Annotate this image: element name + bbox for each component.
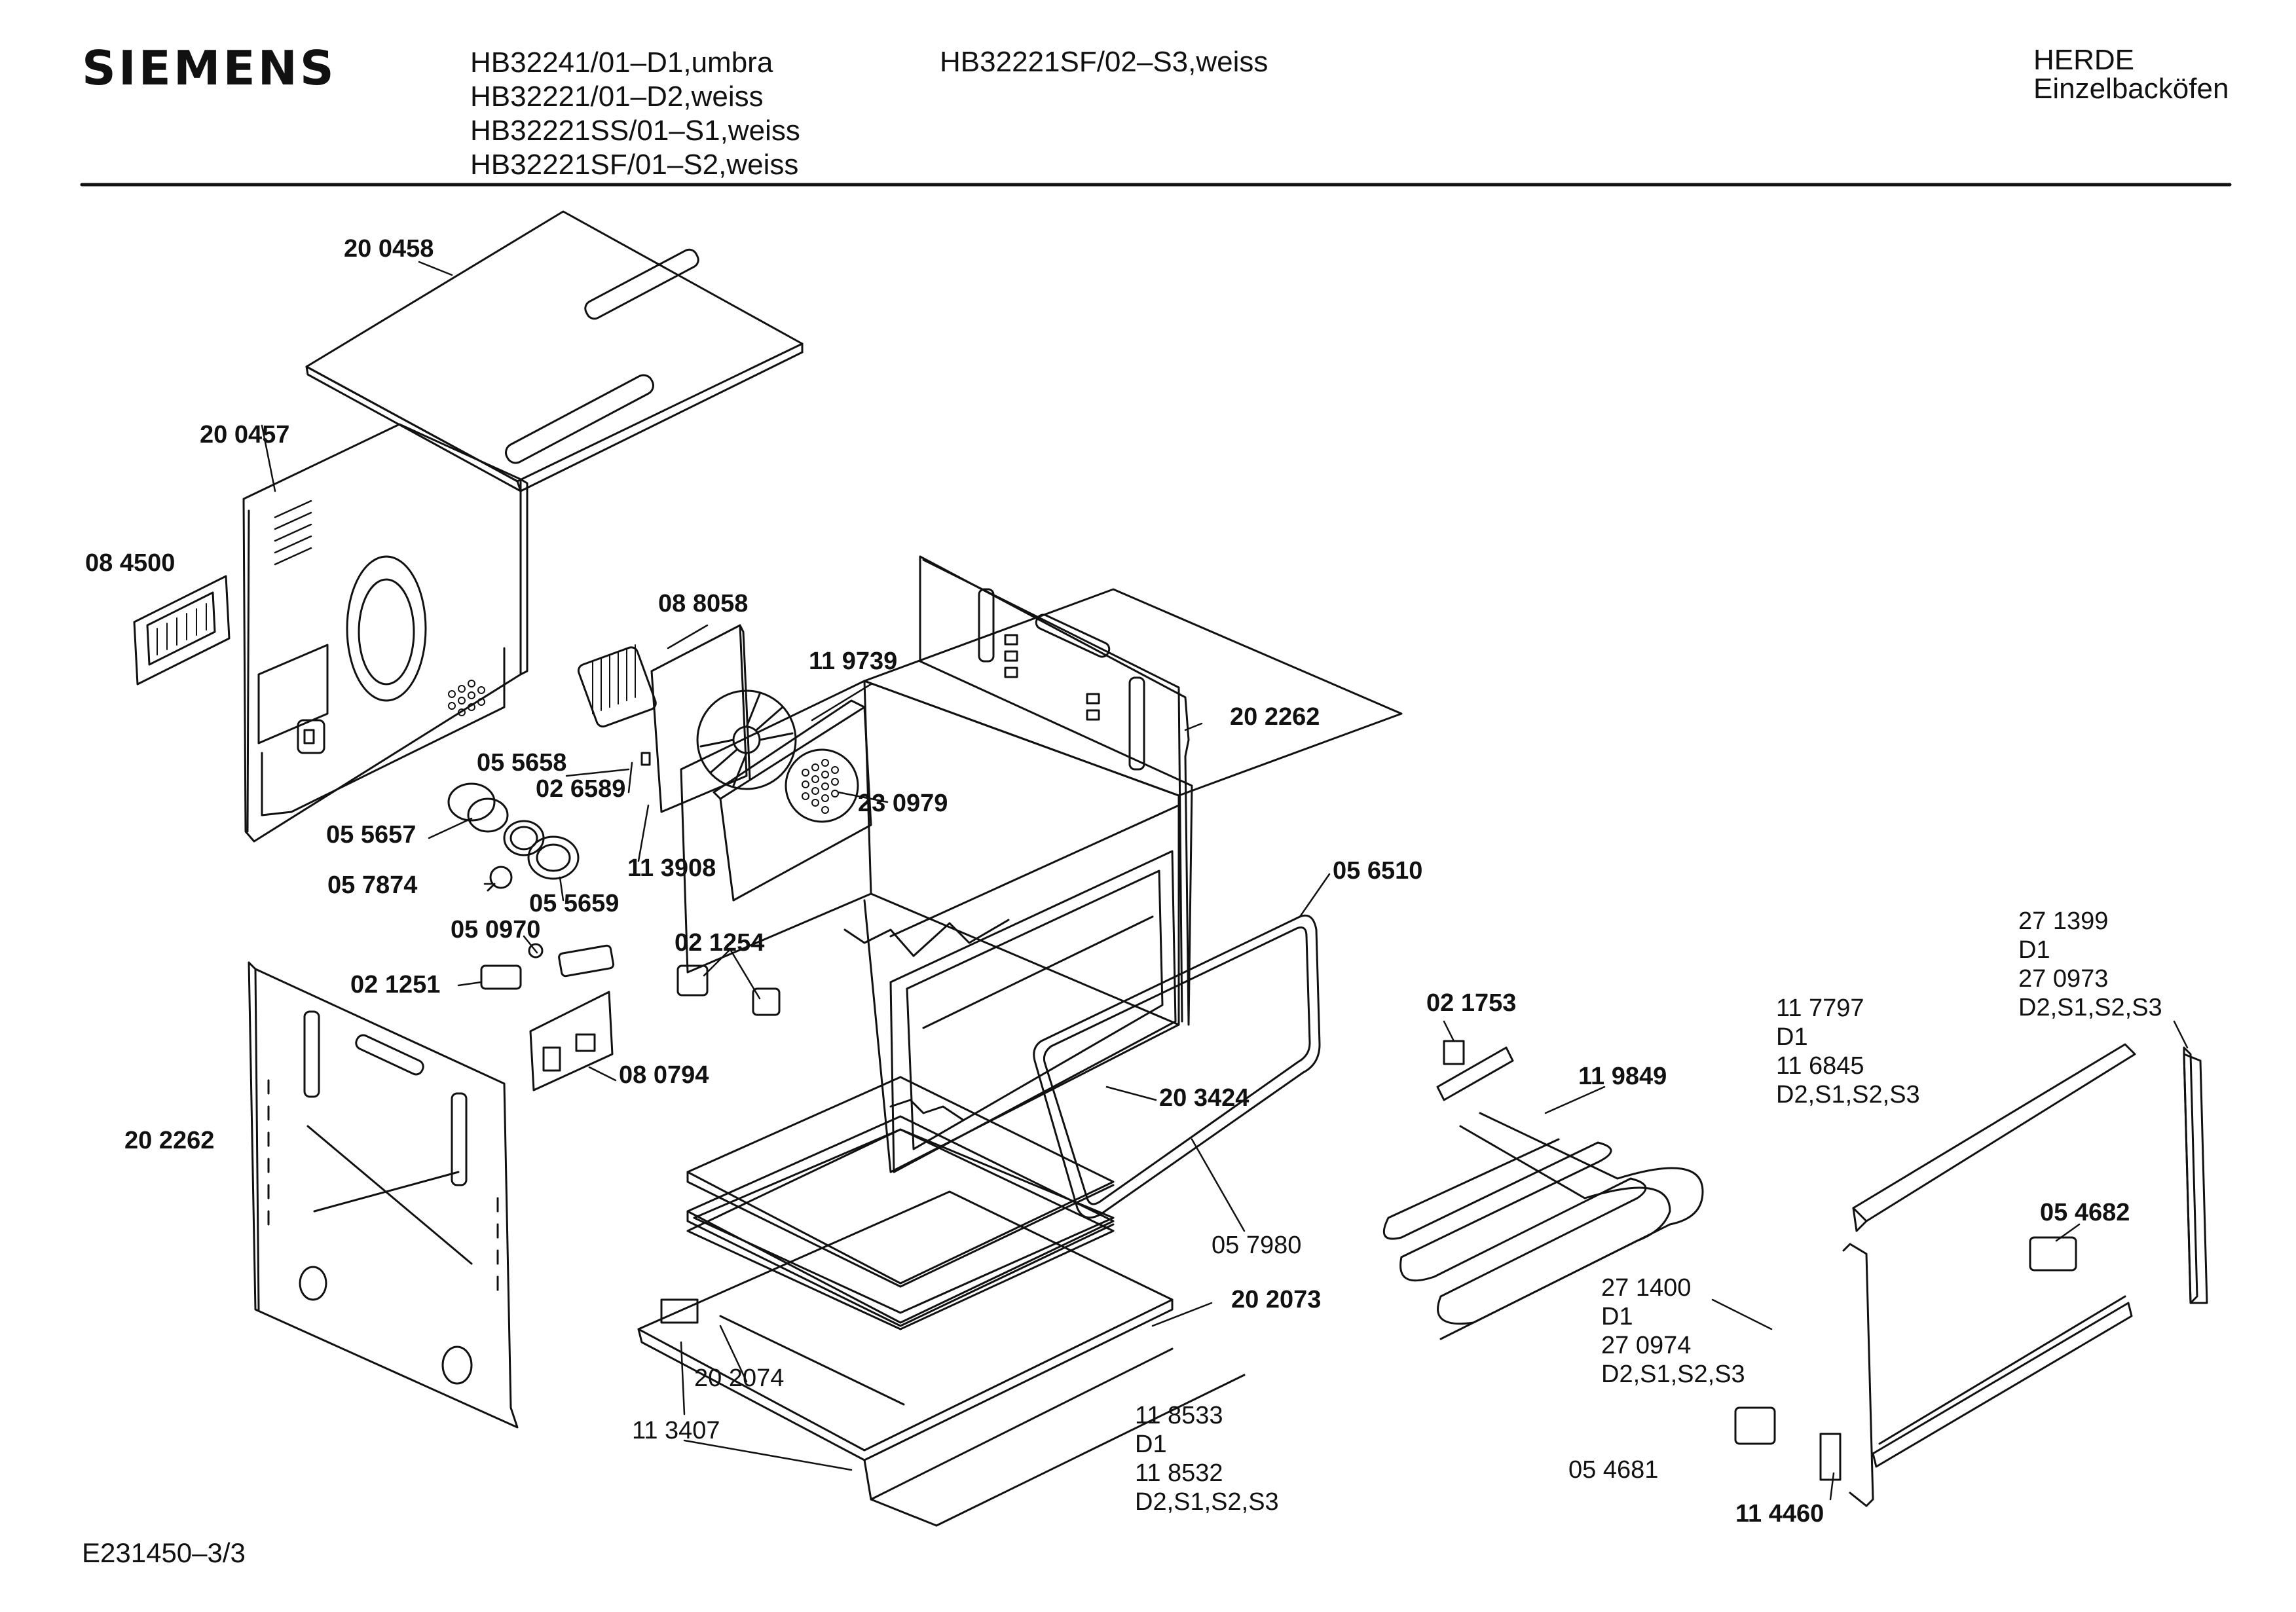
variant-line: D2,S1,S2,S3 bbox=[1776, 1081, 1920, 1108]
variant-line: D2,S1,S2,S3 bbox=[2018, 994, 2162, 1021]
switch-parts bbox=[480, 943, 781, 1091]
leader-lines bbox=[261, 261, 2189, 1501]
part-label-054681: 05 4681 bbox=[1568, 1456, 1659, 1484]
part-label-057874: 05 7874 bbox=[327, 871, 418, 899]
back-panel bbox=[242, 423, 528, 843]
variant-line: D1 bbox=[1135, 1431, 1167, 1458]
part-label-050970: 05 0970 bbox=[451, 916, 541, 943]
variant-line: 27 0974 bbox=[1601, 1332, 1692, 1359]
filter-cover-part bbox=[133, 575, 231, 686]
variant-group-271400: 27 1400 D1 27 0974 D2,S1,S2,S3 bbox=[1601, 1273, 1745, 1389]
variant-line: 27 1400 bbox=[1601, 1274, 1692, 1302]
part-label-021753: 02 1753 bbox=[1426, 989, 1517, 1017]
part-label-202074: 20 2074 bbox=[694, 1365, 785, 1392]
model-entry: HB32241/01–D1,umbra bbox=[470, 46, 773, 79]
model-entry: HB32221SF/01–S2,weiss bbox=[470, 149, 799, 181]
bottom-plates-drawer bbox=[637, 1076, 1246, 1527]
variant-line: 11 8532 bbox=[1135, 1459, 1223, 1487]
variant-line: 27 1399 bbox=[2018, 907, 2109, 935]
part-label-055659: 05 5659 bbox=[529, 890, 620, 917]
variant-line: 11 8533 bbox=[1135, 1402, 1223, 1429]
variant-line: D1 bbox=[2018, 936, 2050, 964]
part-label-021251: 02 1251 bbox=[350, 971, 441, 998]
lamp-socket-parts bbox=[447, 782, 580, 892]
part-label-057980: 05 7980 bbox=[1212, 1232, 1302, 1259]
part-label-202262-right: 20 2262 bbox=[1230, 703, 1320, 731]
variant-line: D2,S1,S2,S3 bbox=[1135, 1488, 1279, 1516]
part-label-119739: 11 9739 bbox=[809, 648, 898, 675]
part-label-021254: 02 1254 bbox=[675, 929, 765, 957]
part-label-119849: 11 9849 bbox=[1578, 1063, 1667, 1090]
part-label-230979: 23 0979 bbox=[858, 790, 948, 817]
part-label-088058: 08 8058 bbox=[658, 590, 749, 617]
model-entry: HB32221SS/01–S1,weiss bbox=[470, 115, 800, 147]
part-label-113407: 11 3407 bbox=[632, 1417, 720, 1444]
door-trim-frame bbox=[1734, 1043, 2208, 1507]
part-label-055658: 05 5658 bbox=[477, 749, 567, 777]
variant-line: 11 7797 bbox=[1776, 995, 1864, 1022]
heating-element bbox=[1382, 1040, 1704, 1340]
part-label-026589: 02 6589 bbox=[536, 775, 626, 803]
oven-cavity bbox=[680, 588, 1403, 1173]
part-label-080794: 08 0794 bbox=[619, 1061, 709, 1089]
part-label-203424: 20 3424 bbox=[1159, 1084, 1250, 1112]
variant-line: D1 bbox=[1601, 1303, 1633, 1330]
model-entry-extra: HB32221SF/02–S3,weiss bbox=[940, 46, 1268, 78]
part-label-202073: 20 2073 bbox=[1231, 1286, 1322, 1313]
model-list: HB32241/01–D1,umbra HB32221/01–D2,weiss … bbox=[470, 46, 800, 182]
door-seal-gasket bbox=[1033, 914, 1321, 1219]
part-label-056510: 05 6510 bbox=[1333, 857, 1423, 885]
part-label-200457: 20 0457 bbox=[200, 421, 290, 449]
variant-group-117797: 11 7797 D1 11 6845 D2,S1,S2,S3 bbox=[1776, 994, 1920, 1109]
document-id: E231450–3/3 bbox=[82, 1537, 246, 1568]
part-label-084500: 08 4500 bbox=[85, 549, 176, 577]
left-side-panel bbox=[248, 961, 519, 1429]
fan-motor-assembly bbox=[577, 624, 797, 813]
part-label-113908: 11 3908 bbox=[627, 854, 716, 882]
model-entry: HB32221/01–D2,weiss bbox=[470, 81, 764, 113]
variant-line: 11 6845 bbox=[1776, 1052, 1864, 1080]
fan-cover-baffle bbox=[713, 699, 872, 902]
variant-line: D1 bbox=[1776, 1023, 1808, 1051]
part-label-202262-left: 20 2262 bbox=[124, 1127, 215, 1154]
brand-logo: SIEMENS bbox=[82, 41, 337, 96]
part-label-055657: 05 5657 bbox=[326, 821, 417, 849]
part-label-054682: 05 4682 bbox=[2040, 1199, 2130, 1226]
category-line-2: Einzelbacköfen bbox=[2033, 73, 2229, 105]
variant-group-118533: 11 8533 D1 11 8532 D2,S1,S2,S3 bbox=[1135, 1401, 1279, 1516]
part-label-114460: 11 4460 bbox=[1735, 1500, 1824, 1528]
variant-group-271399: 27 1399 D1 27 0973 D2,S1,S2,S3 bbox=[2018, 907, 2162, 1022]
part-label-200458: 20 0458 bbox=[344, 235, 434, 263]
variant-line: D2,S1,S2,S3 bbox=[1601, 1361, 1745, 1388]
category-line-1: HERDE bbox=[2033, 44, 2135, 76]
variant-line: 27 0973 bbox=[2018, 965, 2109, 993]
right-side-panel bbox=[919, 555, 1193, 1026]
category-label: HERDE Einzelbacköfen bbox=[2033, 46, 2229, 103]
